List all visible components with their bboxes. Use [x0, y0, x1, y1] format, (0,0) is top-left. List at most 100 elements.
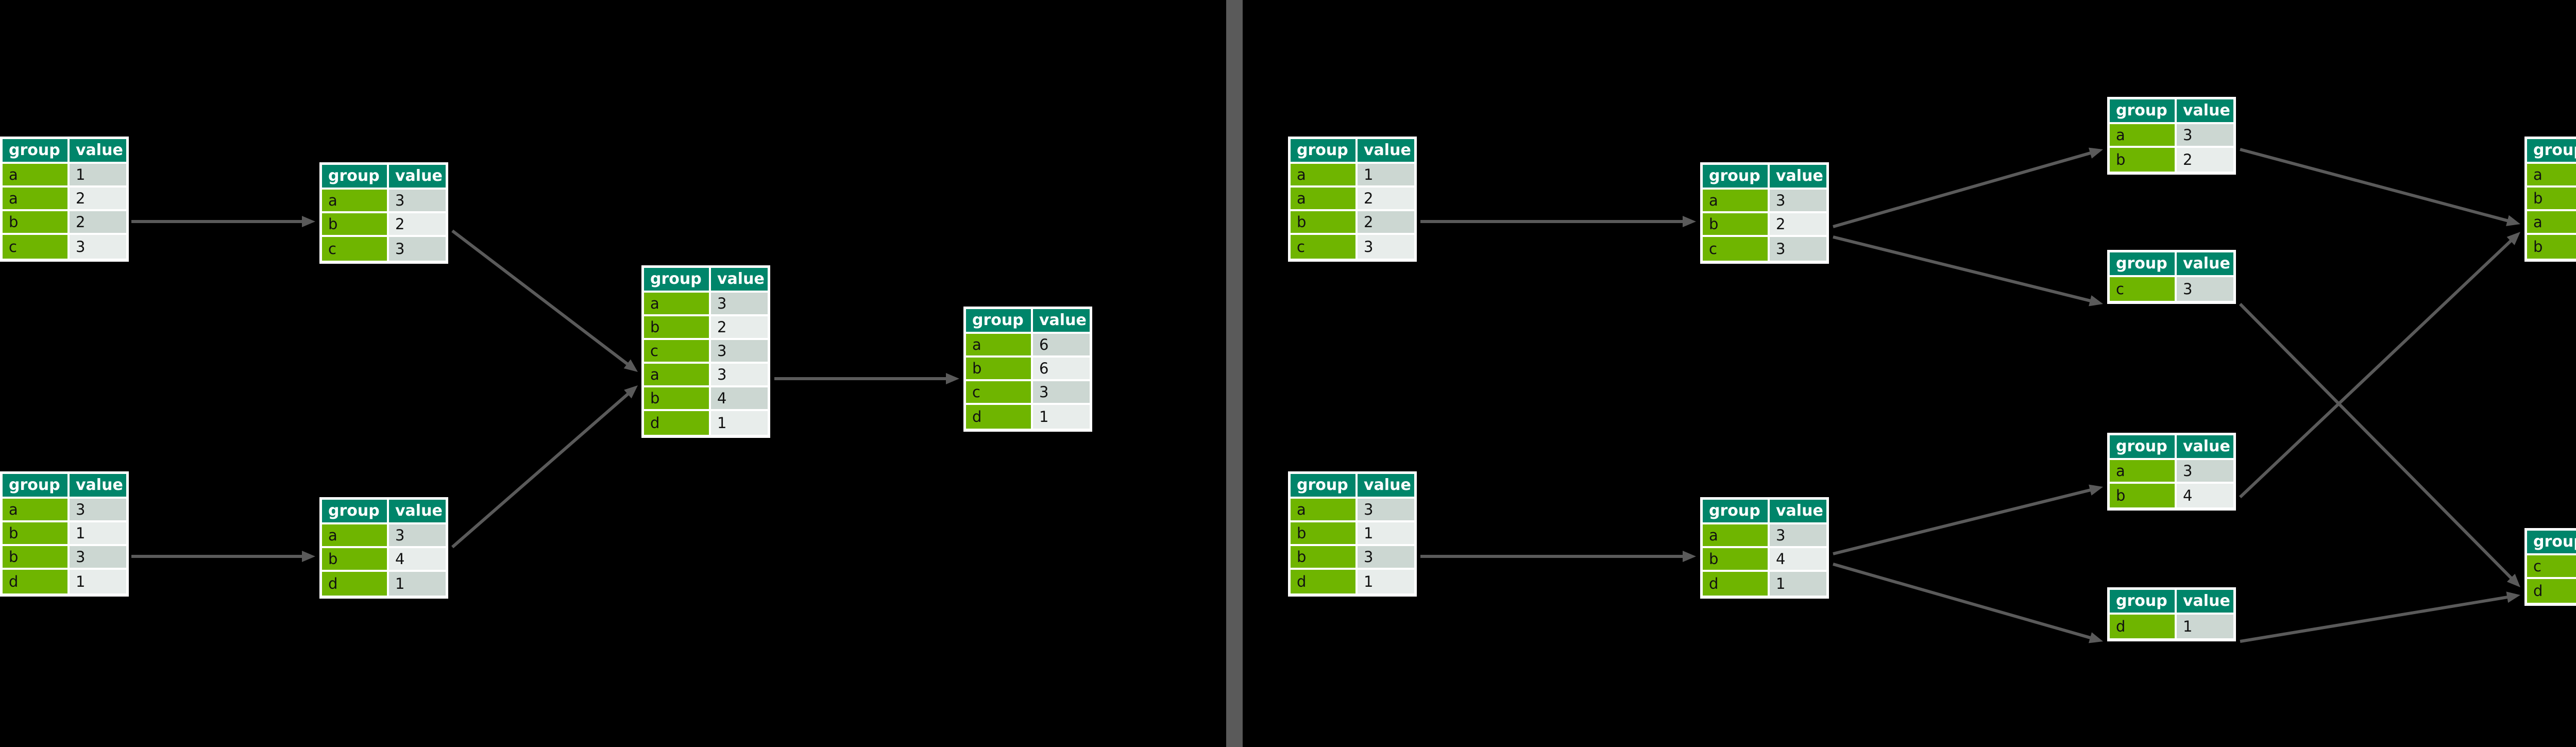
cell-group: b: [3, 546, 70, 570]
cell-group: a: [3, 499, 70, 522]
cell-value: 3: [711, 364, 768, 387]
arrow-R4-to-R7: [1833, 484, 2103, 555]
cell-value: 1: [1358, 522, 1414, 546]
cell-value: 3: [70, 235, 126, 259]
column-header-group: group: [3, 474, 70, 499]
column-header-value: value: [389, 500, 446, 524]
column-header-value: value: [1770, 500, 1826, 524]
cell-group: d: [644, 411, 711, 435]
column-header-group: group: [2110, 435, 2177, 460]
arrow-R4-to-R8: [1833, 563, 2103, 643]
cell-value: 2: [70, 188, 126, 211]
arrow-R3-to-R6: [1833, 235, 2103, 307]
column-header-group: group: [2527, 139, 2576, 164]
cell-value: 3: [2177, 277, 2233, 301]
cell-value: 3: [389, 190, 446, 213]
arrow-R8-to-R10: [2240, 591, 2520, 643]
arrow-R7-to-R9: [2239, 232, 2520, 499]
cell-group: a: [1291, 164, 1358, 188]
cell-value: 1: [1358, 164, 1414, 188]
cell-group: b: [2527, 235, 2576, 259]
cell-value: 1: [711, 411, 768, 435]
table-row: d1: [2527, 579, 2576, 603]
cell-value: 3: [70, 546, 126, 570]
cell-group: b: [2110, 484, 2177, 507]
cell-group: b: [1291, 211, 1358, 235]
cell-group: a: [1291, 188, 1358, 211]
cell-group: d: [1291, 570, 1358, 593]
column-header-value: value: [70, 139, 126, 164]
cell-group: d: [1703, 572, 1770, 596]
cell-value: 3: [711, 293, 768, 316]
cell-value: 1: [70, 164, 126, 188]
cell-group: c: [1291, 235, 1358, 259]
cell-value: 2: [1358, 211, 1414, 235]
arrow-L1-to-L3: [131, 216, 315, 227]
right-panel-combined-table-ab: groupvaluea3b2a3b4: [2524, 137, 2576, 262]
cell-group: a: [1291, 499, 1358, 522]
cell-group: a: [2527, 164, 2576, 188]
cell-group: a: [1703, 524, 1770, 548]
cell-group: c: [2110, 277, 2177, 301]
cell-value: 1: [389, 572, 446, 596]
column-header-group: group: [644, 268, 711, 293]
right-panel-combined-table-cd: groupvaluec3d1: [2524, 528, 2576, 606]
cell-group: b: [2110, 148, 2177, 172]
cell-value: 4: [2177, 484, 2233, 507]
table-row: b2: [2527, 188, 2576, 211]
table-row: b4: [2527, 235, 2576, 259]
column-header-group: group: [1703, 500, 1770, 524]
cell-value: 4: [711, 387, 768, 411]
cell-group: b: [644, 387, 711, 411]
cell-group: c: [644, 340, 711, 364]
arrow-R2-to-R3: [1420, 551, 1696, 562]
cell-group: c: [1703, 237, 1770, 261]
column-header-group: group: [1291, 474, 1358, 499]
column-header-group: group: [966, 309, 1033, 334]
cell-value: 3: [70, 499, 126, 522]
cell-value: 1: [2177, 615, 2233, 638]
cell-group: a: [644, 364, 711, 387]
cell-value: 3: [389, 237, 446, 261]
cell-value: 6: [1033, 358, 1090, 381]
cell-group: b: [966, 358, 1033, 381]
column-header-value: value: [1770, 165, 1826, 190]
column-header-group: group: [322, 165, 389, 190]
cell-value: 3: [1770, 524, 1826, 548]
cell-group: d: [2110, 615, 2177, 638]
cell-group: b: [3, 211, 70, 235]
cell-group: d: [2527, 579, 2576, 603]
